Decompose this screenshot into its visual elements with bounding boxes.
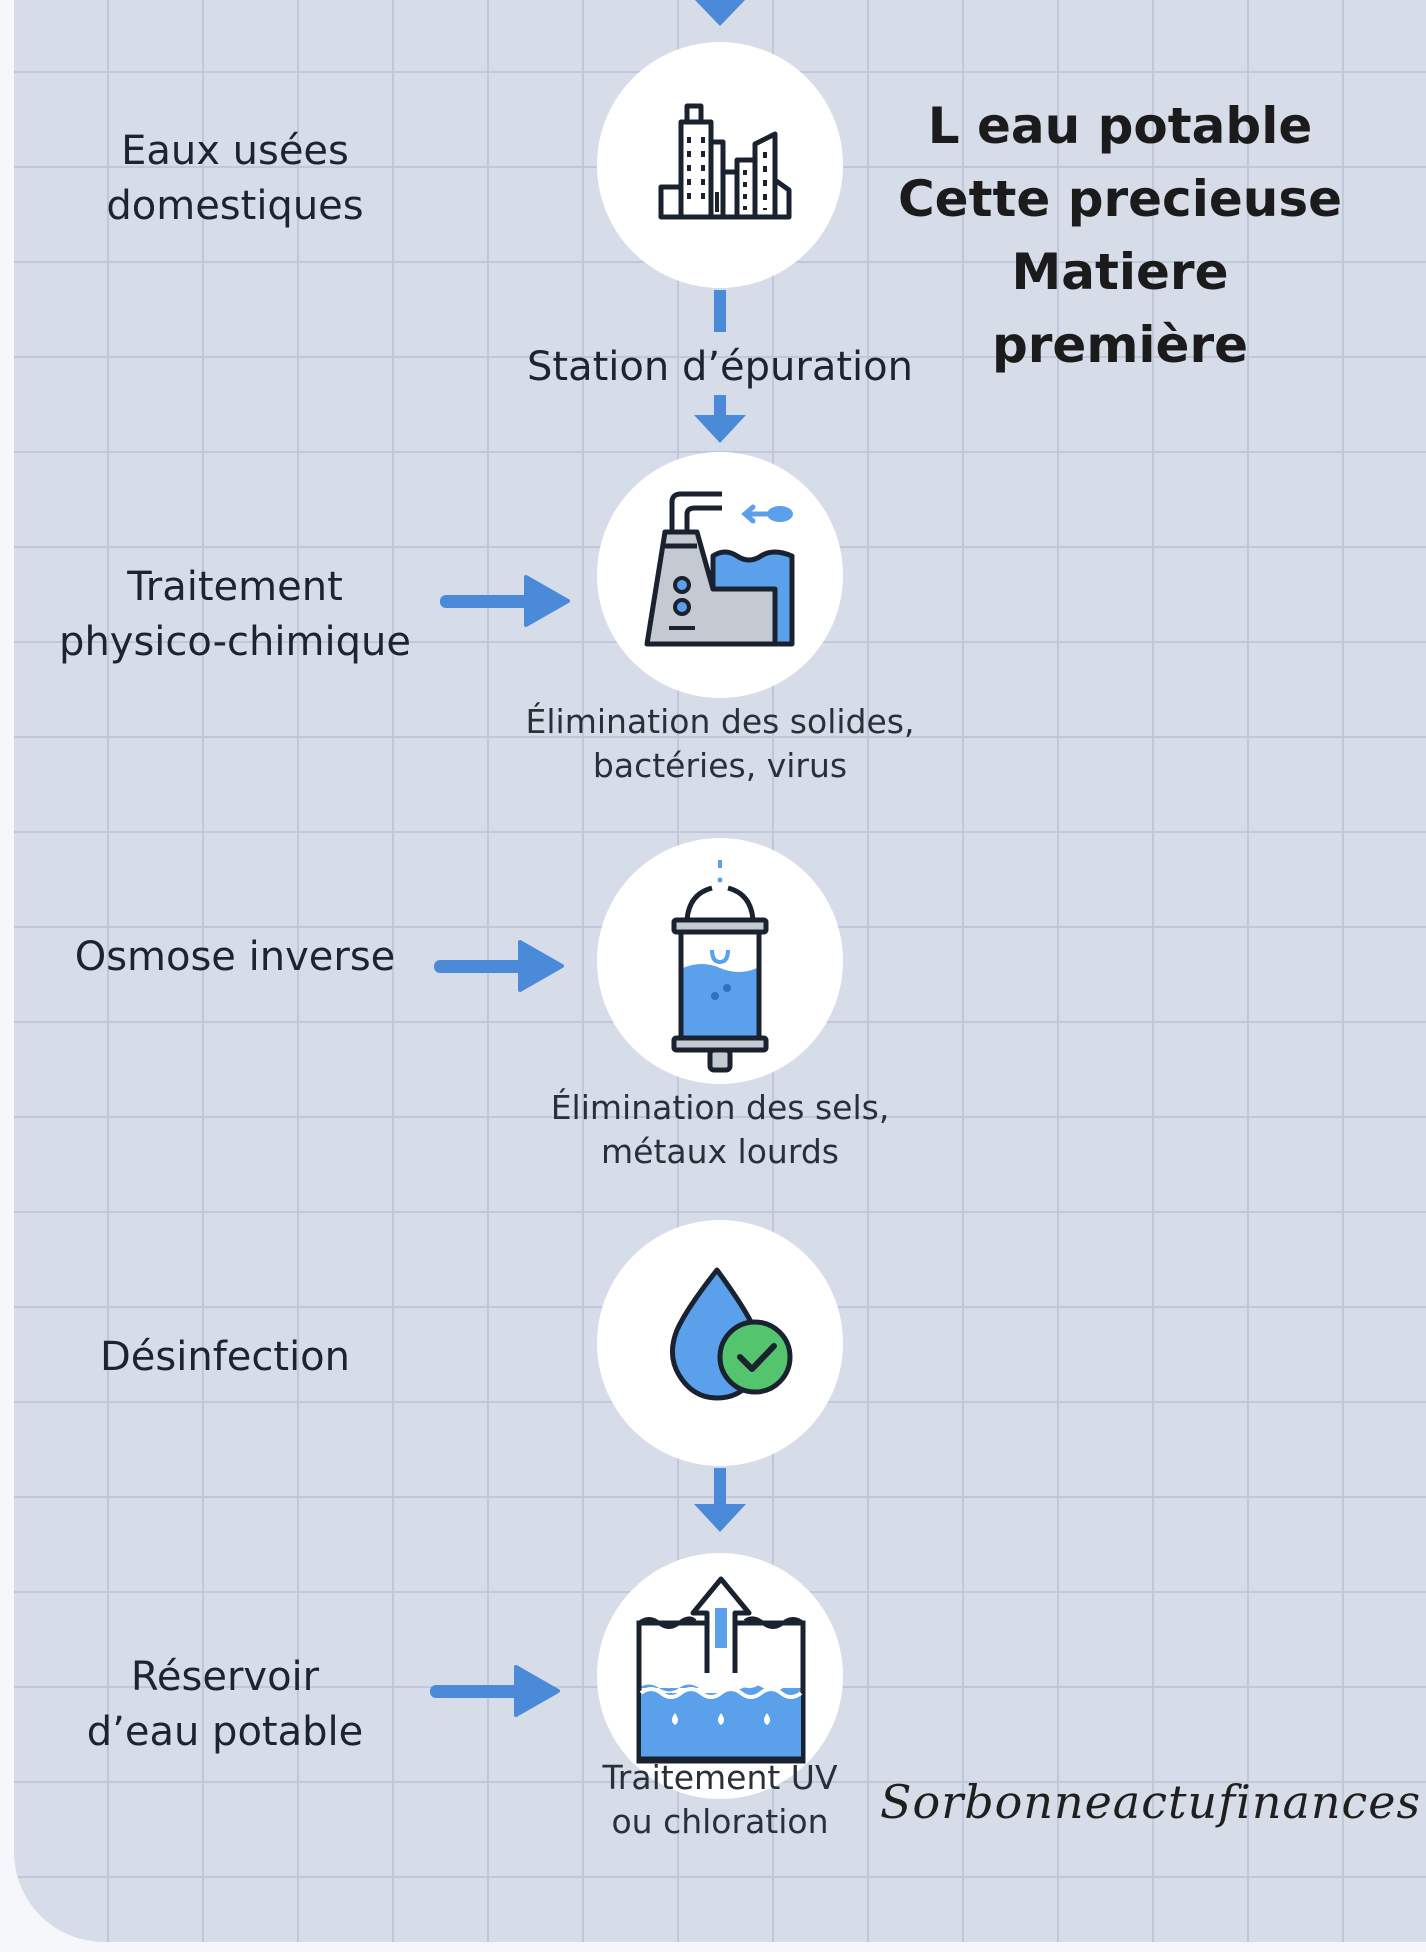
step-label-reverse-osmosis: Osmose inverse <box>40 930 430 985</box>
step-label-physico-chemical: Traitement physico-chimique <box>40 560 430 670</box>
step-circle-reverse-osmosis <box>597 838 843 1084</box>
label-line: Réservoir <box>130 1654 320 1700</box>
label-line: Désinfection <box>99 1334 351 1380</box>
infographic-title: L eau potable Cette precieuse Matiere pr… <box>880 90 1360 382</box>
step-circle-wastewater <box>597 42 843 288</box>
caption-line: Élimination des solides, <box>525 702 915 741</box>
caption-line: Traitement UV <box>602 1758 838 1797</box>
step-circle-disinfection <box>597 1220 843 1466</box>
title-line-1: L eau potable <box>927 97 1313 155</box>
label-line: Osmose inverse <box>74 934 396 980</box>
title-line-2: Cette precieuse <box>897 170 1343 228</box>
caption-line: métaux lourds <box>601 1132 839 1171</box>
watermark-signature: Sorbonneactufinances <box>880 1775 1422 1829</box>
connector-line <box>714 290 726 332</box>
label-line: Traitement <box>127 564 343 610</box>
label-line: domestiques <box>106 183 364 229</box>
arrow-down-icon <box>694 395 746 443</box>
caption-line: bactéries, virus <box>592 746 848 785</box>
water-reservoir-icon <box>636 1576 806 1764</box>
connector-label: Station d’épuration <box>527 344 913 390</box>
arrow-down-icon <box>694 1468 746 1532</box>
caption-line: Élimination des sels, <box>550 1088 890 1127</box>
label-line: physico-chimique <box>59 619 411 665</box>
arrow-right-icon <box>430 1665 560 1717</box>
arrow-right-icon <box>434 940 564 992</box>
label-line: Eaux usées <box>121 128 349 174</box>
step-caption-physico-chemical: Élimination des solides, bactéries, viru… <box>510 700 930 788</box>
arrow-right-icon <box>440 575 570 627</box>
step-caption-reservoir: Traitement UV ou chloration <box>510 1756 930 1844</box>
step-caption-reverse-osmosis: Élimination des sels, métaux lourds <box>510 1086 930 1174</box>
step-label-wastewater: Eaux usées domestiques <box>60 124 410 234</box>
treatment-plant-icon <box>644 491 795 647</box>
caption-line: ou chloration <box>611 1802 829 1841</box>
step-circle-physico-chemical <box>597 452 843 698</box>
water-drop-check-icon <box>670 1267 793 1401</box>
step-circle-reservoir <box>597 1553 843 1799</box>
step-label-disinfection: Désinfection <box>40 1330 410 1385</box>
reverse-osmosis-filter-icon <box>671 860 769 1073</box>
title-line-3: Matiere première <box>991 243 1249 374</box>
arrow-down-icon <box>695 0 745 26</box>
city-buildings-icon <box>658 103 792 220</box>
label-line: d’eau potable <box>86 1709 364 1755</box>
step-label-reservoir: Réservoir d’eau potable <box>40 1650 410 1760</box>
